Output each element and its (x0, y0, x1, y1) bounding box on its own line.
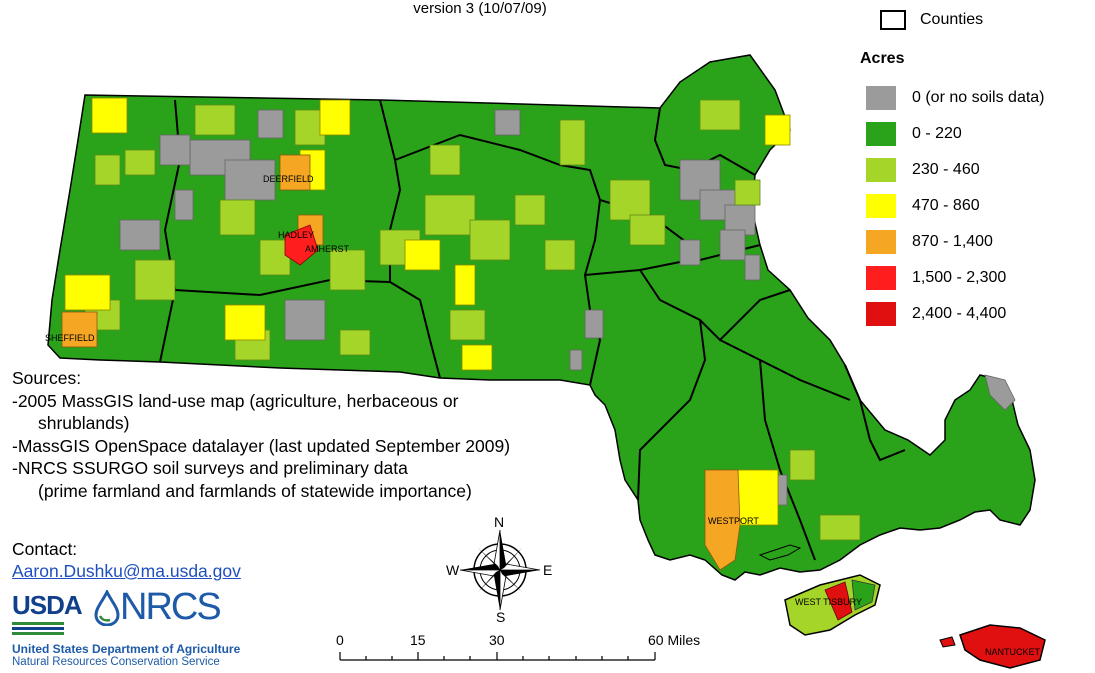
legend-swatch (866, 86, 896, 110)
usda-text: USDA (12, 590, 83, 620)
town-label-west-tisbury: WEST TISBURY (795, 597, 862, 607)
source-line: -MassGIS OpenSpace datalayer (last updat… (12, 435, 511, 456)
legend-swatch (866, 266, 896, 290)
source-line: -2005 MassGIS land-use map (agriculture,… (12, 390, 459, 411)
legend-item: 2,400 - 4,400 (866, 300, 1006, 328)
legend-item: 0 (or no soils data) (866, 84, 1045, 112)
yellow-towns (64, 97, 791, 526)
nantucket-island (959, 624, 1046, 669)
sources-heading: Sources: (12, 368, 82, 388)
legend-swatch (866, 302, 896, 326)
town-label-amherst: AMHERST (305, 244, 350, 254)
compass-w: W (446, 562, 460, 578)
contact-label: Contact: (12, 539, 78, 559)
legend-item-label: 2,400 - 4,400 (912, 305, 1007, 322)
sources-block: Sources: -2005 MassGIS land-use map (agr… (12, 367, 632, 502)
counties-box-icon (880, 10, 906, 30)
elizabeth-islands (758, 544, 802, 561)
legend-item-label: 870 - 1,400 (912, 233, 993, 250)
scale-tick-30: 30 (489, 632, 505, 648)
town-label-westport: WESTPORT (708, 516, 759, 526)
legend-item: 230 - 460 (866, 156, 980, 184)
legend-counties-label: Counties (920, 11, 984, 28)
tuckernuck-island (939, 636, 956, 648)
nrcs-logo: NRCS (94, 586, 222, 629)
marthas-vineyard-green (851, 579, 876, 611)
scale-tick-15: 15 (410, 632, 426, 648)
compass-rose-icon (459, 529, 541, 611)
legend-title: Acres (860, 50, 905, 67)
scale-bar (339, 652, 656, 661)
orange-towns (61, 154, 741, 571)
hadley-red-town (284, 224, 319, 266)
source-line: shrublands) (38, 413, 130, 433)
water-drop-icon (94, 589, 120, 626)
usda-logo: USDA (12, 590, 83, 635)
gray-towns (119, 109, 1016, 506)
contact-block: Contact: Aaron.Dushku@ma.usda.gov (12, 538, 241, 582)
contact-email-link[interactable]: Aaron.Dushku@ma.usda.gov (12, 561, 241, 581)
legend-item: 1,500 - 2,300 (866, 264, 1006, 292)
nrcs-service-name: Natural Resources Conservation Service (12, 656, 220, 668)
usda-stripes-icon (12, 622, 64, 635)
legend-item-label: 230 - 460 (912, 161, 980, 178)
legend-item-label: 470 - 860 (912, 197, 980, 214)
scale-tick-60: 60 Miles (648, 632, 700, 648)
town-label-deerfield: DEERFIELD (263, 174, 314, 184)
legend-counties: Counties (880, 10, 983, 30)
nrcs-text: NRCS (120, 586, 222, 628)
usda-department-name: United States Department of Agriculture (12, 642, 241, 656)
legend-swatch (866, 122, 896, 146)
compass-s: S (496, 609, 505, 625)
legend-item: 870 - 1,400 (866, 228, 993, 256)
source-line: (prime farmland and farmlands of statewi… (38, 480, 472, 501)
town-label-nantucket: NANTUCKET (985, 647, 1041, 657)
county-boundaries (159, 99, 906, 561)
legend-swatch (866, 158, 896, 182)
legend-item: 0 - 220 (866, 120, 962, 148)
legend-swatch (866, 230, 896, 254)
usda-nrcs-logo: USDA NRCS United States Department of Ag… (12, 586, 282, 670)
compass-e: E (543, 562, 552, 578)
legend-item-label: 0 (or no soils data) (912, 89, 1045, 106)
legend-item-label: 0 - 220 (912, 125, 962, 142)
lightgreen-towns (84, 99, 861, 541)
town-label-hadley: HADLEY (278, 230, 314, 240)
compass-n: N (494, 514, 504, 530)
legend-item: 470 - 860 (866, 192, 980, 220)
source-line: -NRCS SSURGO soil surveys and preliminar… (12, 458, 408, 478)
west-tisbury-red-town (824, 581, 853, 621)
legend-item-label: 1,500 - 2,300 (912, 269, 1007, 286)
scale-tick-0: 0 (336, 632, 344, 648)
legend-swatch (866, 194, 896, 218)
map-subtitle: version 3 (10/07/09) (413, 0, 547, 17)
town-label-sheffield: SHEFFIELD (45, 333, 95, 343)
